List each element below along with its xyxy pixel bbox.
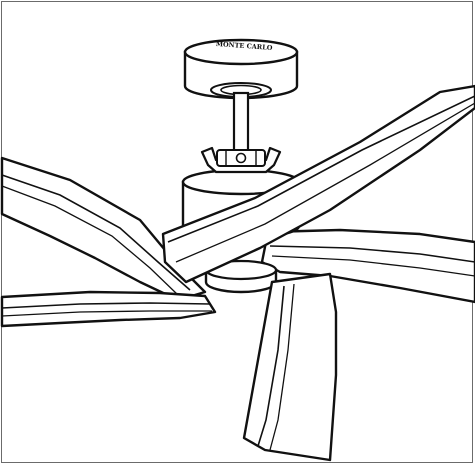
front-blade <box>242 272 338 462</box>
downrod <box>232 91 250 153</box>
lower-pod <box>204 259 278 294</box>
right-blade <box>260 228 475 304</box>
lower-left-blade <box>0 290 217 328</box>
top-right-blade <box>161 84 475 284</box>
yoke-bracket <box>200 146 282 174</box>
brand-label: MONTE CARLO <box>216 40 273 52</box>
ceiling-canopy: MONTE CARLO <box>183 38 299 100</box>
